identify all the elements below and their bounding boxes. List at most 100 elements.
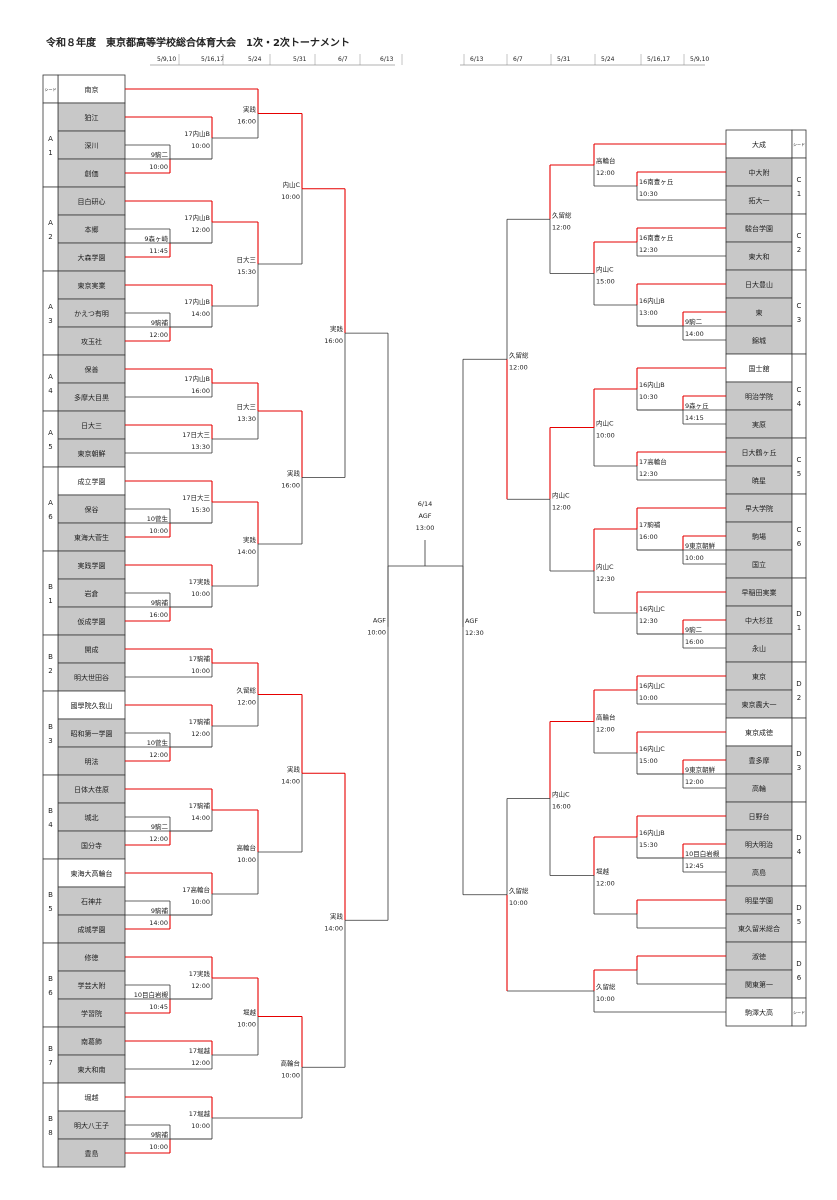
block-label-box (791, 353, 807, 439)
date-label-left: 5/9,10 (157, 56, 176, 63)
team-name: 本郷 (85, 225, 99, 234)
block-label-box (791, 157, 807, 215)
team-box (725, 633, 793, 663)
block-label-box (791, 493, 807, 579)
date-label-left: 5/24 (248, 56, 262, 63)
team-name: 国士舘 (749, 364, 770, 373)
team-box (725, 577, 793, 607)
team-box (57, 522, 126, 552)
date-label-right: 6/7 (513, 56, 523, 63)
team-name: 明大明治 (745, 840, 773, 849)
team-name: 早大学院 (745, 504, 773, 513)
block-label-number: 7 (48, 1059, 52, 1067)
team-name: 東大和南 (78, 1065, 106, 1074)
team-box (725, 689, 793, 719)
seed-team-name: 南京 (85, 85, 99, 94)
page-title: 令和８年度 東京都高等学校総合体育大会 1次・2次トーナメント (46, 38, 350, 49)
team-name: 東京 (752, 672, 766, 681)
block-label-box (791, 577, 807, 663)
team-name: 石神井 (81, 897, 102, 906)
block-label: C (797, 526, 802, 534)
team-box (57, 1110, 126, 1140)
team-name: 修徳 (85, 953, 99, 962)
block-label-number: 2 (797, 694, 801, 702)
team-name: 東 (756, 308, 763, 317)
team-box (57, 970, 126, 1000)
team-name: 保谷 (85, 505, 99, 514)
team-name: 国分寺 (81, 841, 102, 850)
team-name: 明治学院 (745, 392, 773, 401)
block-label-box (791, 885, 807, 943)
team-name: 成立学園 (78, 477, 106, 486)
team-box (725, 325, 793, 355)
block-label: B (48, 1115, 53, 1123)
team-name: 東海大高輪台 (71, 869, 113, 878)
block-label: A (48, 135, 53, 143)
block-label-box (791, 717, 807, 803)
team-name: 関東第一 (745, 980, 773, 989)
block-label-box (791, 437, 807, 495)
block-label: A (48, 429, 53, 437)
block-label-number: 6 (797, 540, 802, 548)
team-box (725, 241, 793, 271)
team-name: 南葛飾 (81, 1037, 102, 1046)
team-name: 東京朝鮮 (78, 449, 106, 458)
block-label: B (48, 723, 53, 731)
block-label-box (42, 774, 59, 860)
block-label-number: 1 (48, 149, 52, 157)
block-label: B (48, 807, 53, 815)
team-name: 多摩大目黒 (74, 393, 109, 402)
block-label-box (791, 213, 807, 271)
block-label: D (796, 610, 801, 618)
date-label-right: 5/24 (601, 56, 615, 63)
block-label-number: 2 (48, 667, 52, 675)
block-label-number: 1 (797, 624, 801, 632)
block-label-number: 1 (48, 597, 52, 605)
block-label-number: 3 (797, 764, 801, 772)
team-name: 東海大菅生 (74, 533, 109, 542)
team-name: 昭和第一学園 (71, 729, 113, 738)
date-label-left: 5/16,17 (201, 56, 224, 63)
team-name: 日大豊山 (745, 280, 773, 289)
team-name: 高島 (752, 868, 766, 877)
date-label-left: 5/31 (293, 56, 307, 63)
team-box (57, 326, 126, 356)
team-box (57, 690, 126, 720)
team-box (57, 942, 126, 972)
block-label-number: 8 (48, 1129, 52, 1137)
block-label-box (42, 550, 59, 636)
block-label: B (48, 653, 53, 661)
team-name: 実践学園 (78, 561, 106, 570)
block-label-box (42, 354, 59, 412)
block-label-box (42, 410, 59, 468)
block-label-number: 4 (797, 848, 802, 856)
team-name: 駿台学園 (745, 224, 773, 233)
team-box (57, 578, 126, 608)
